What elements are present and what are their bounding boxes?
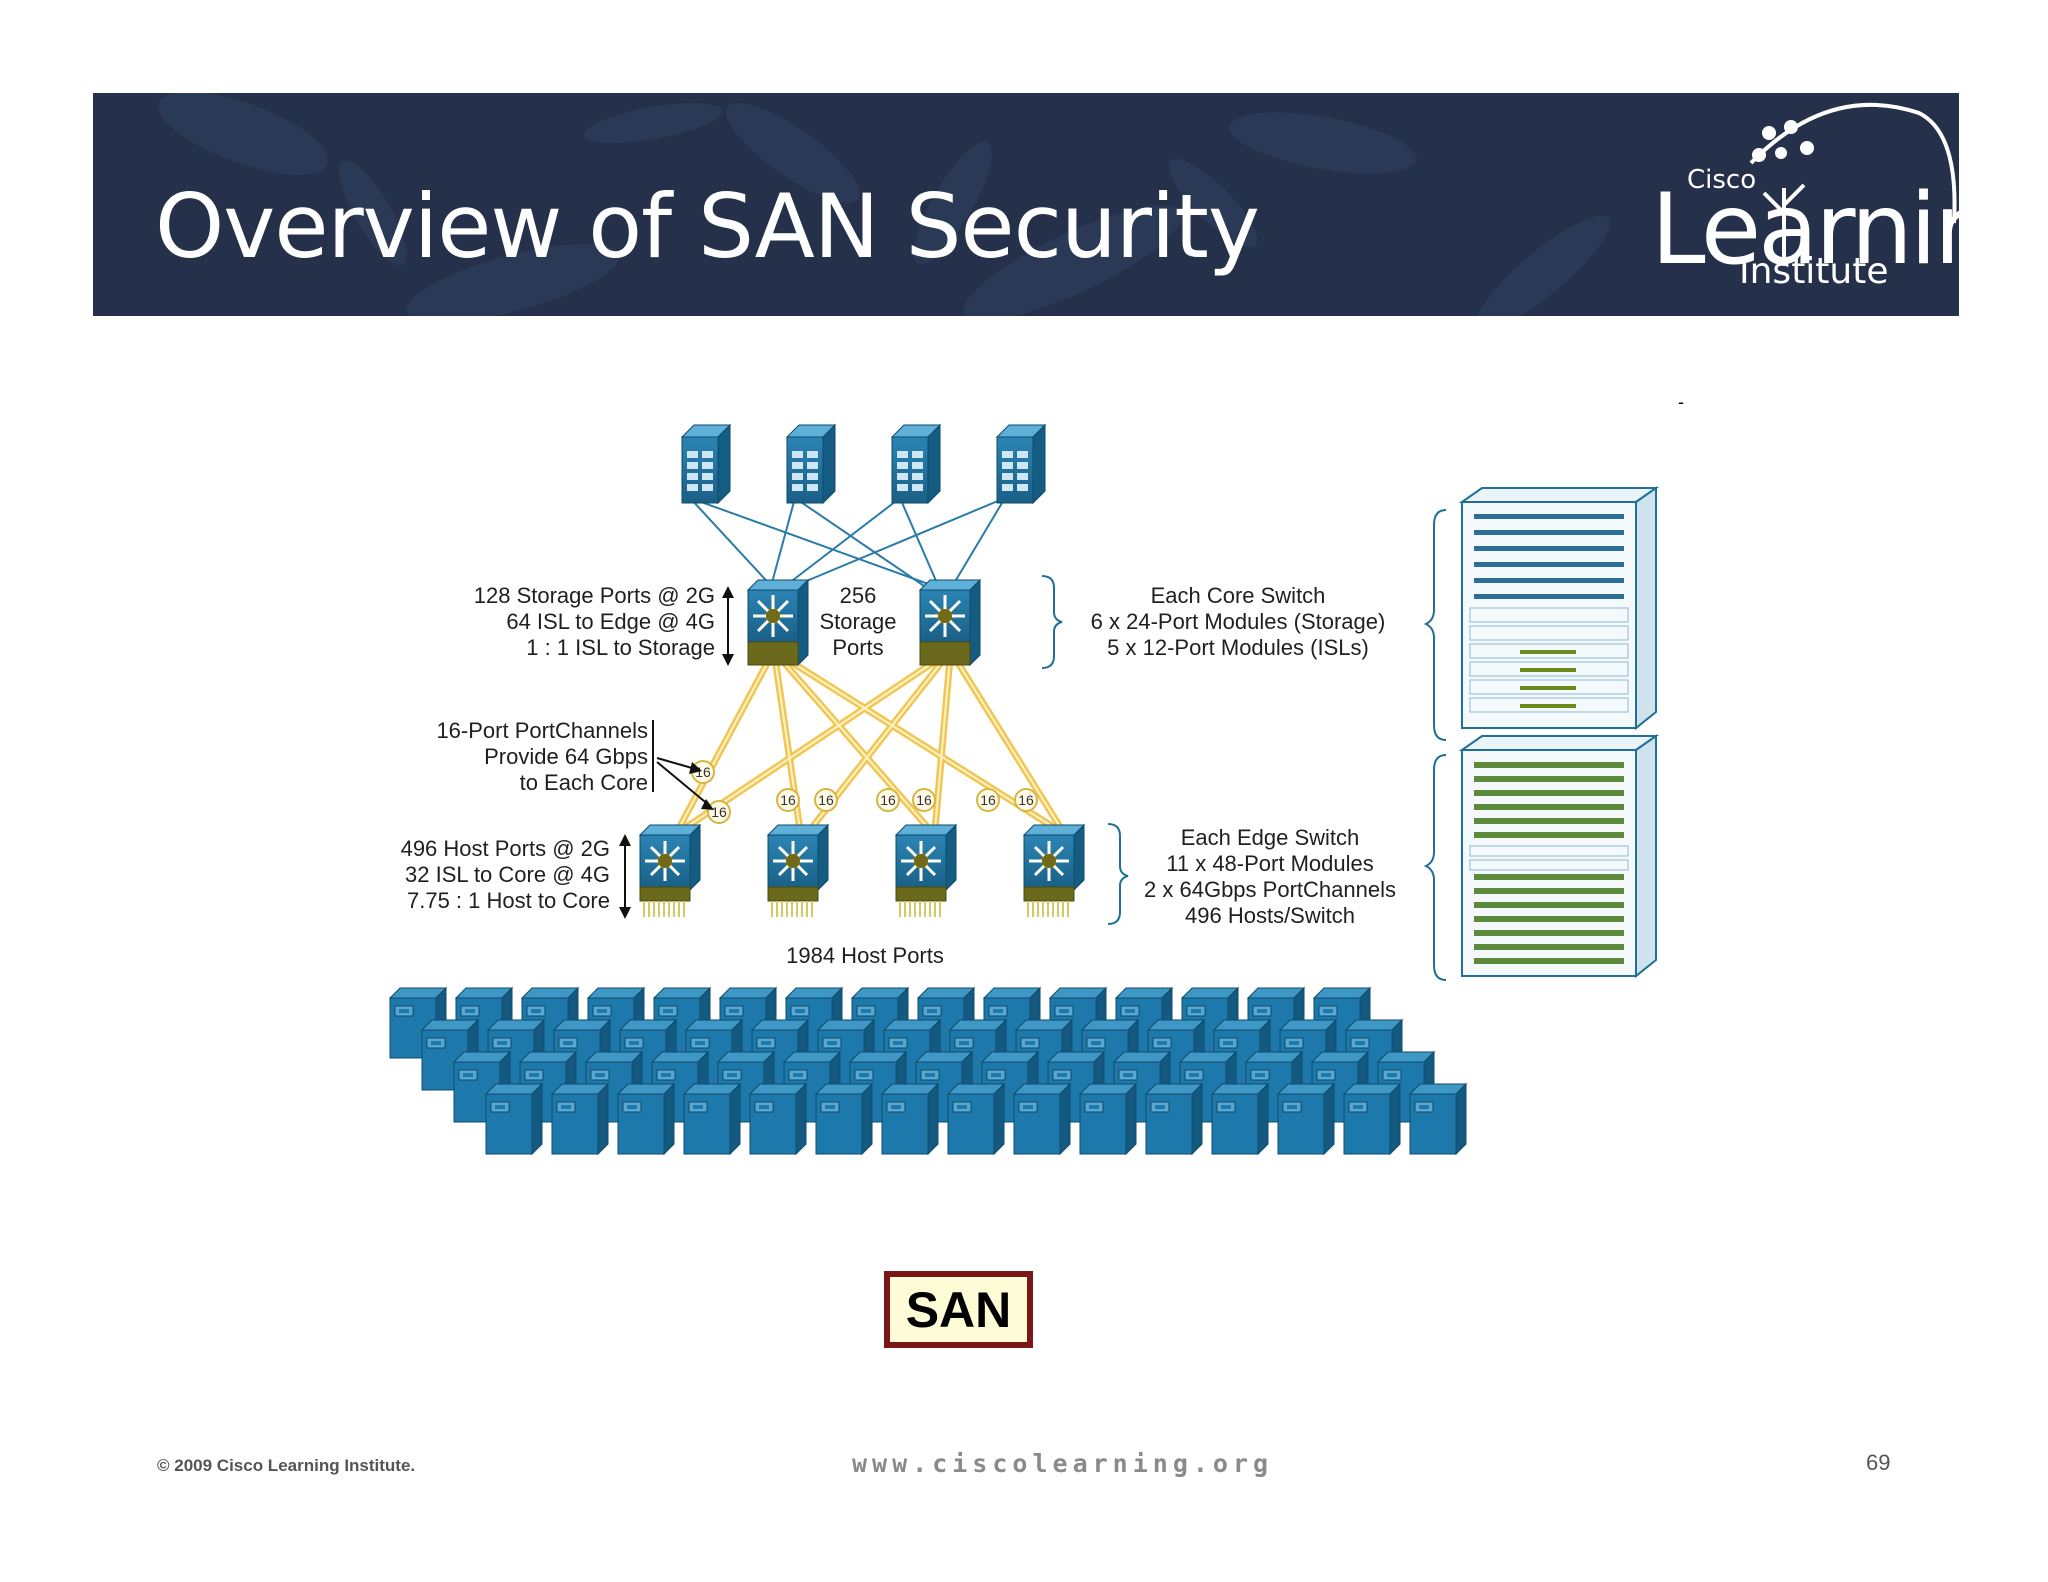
host-server-farm (389, 987, 1467, 1155)
san-topology-diagram: 16 16 16 16 16 16 16 16 128 Storage Port… (389, 424, 1660, 1155)
storage-array-3 (891, 424, 941, 504)
svg-text:256: 256 (840, 583, 877, 608)
core-spec-brace-icon (1041, 575, 1063, 669)
svg-text:16: 16 (916, 792, 932, 808)
logo-institute-text: Institute (1739, 251, 1889, 292)
svg-text:16: 16 (695, 764, 711, 780)
portchannel-badge: 16 (814, 788, 838, 812)
svg-text:1 : 1 ISL to Storage: 1 : 1 ISL to Storage (526, 635, 715, 660)
svg-text:Each Edge Switch: Each Edge Switch (1181, 825, 1360, 850)
edge-spec-brace-icon (1107, 823, 1129, 925)
storage-array-4 (996, 424, 1046, 504)
svg-text:16: 16 (780, 792, 796, 808)
svg-text:16: 16 (1018, 792, 1034, 808)
footer-url: www.ciscolearning.org (852, 1449, 1274, 1478)
title-banner: Overview of SAN Security Cisco Learning … (93, 93, 1959, 316)
portchannel-badge: 16 (691, 760, 715, 784)
svg-text:Provide 64 Gbps: Provide 64 Gbps (484, 744, 648, 769)
storage-core-links (689, 497, 1006, 591)
cisco-learning-institute-logo: Cisco Learning Institute (1559, 93, 1959, 316)
svg-text:16: 16 (980, 792, 996, 808)
edge-port-annotation: 496 Host Ports @ 2G 32 ISL to Core @ 4G … (401, 836, 610, 913)
edge-height-arrow-icon (619, 834, 631, 919)
core-switch-1 (746, 578, 810, 667)
svg-text:11 x 48-Port Modules: 11 x 48-Port Modules (1166, 851, 1373, 876)
svg-text:6 x 24-Port Modules (Storage): 6 x 24-Port Modules (Storage) (1091, 609, 1386, 634)
portchannel-badge: 16 (776, 788, 800, 812)
svg-text:to Each Core: to Each Core (520, 770, 648, 795)
core-height-arrow-icon (722, 586, 734, 666)
svg-text:64 ISL to Edge @ 4G: 64 ISL to Edge @ 4G (506, 609, 715, 634)
core-switch-spec: Each Core Switch 6 x 24-Port Modules (St… (1091, 583, 1386, 660)
host-ports-label: 1984 Host Ports (786, 943, 944, 968)
core-switch-2 (918, 578, 982, 667)
san-label: SAN (905, 1281, 1012, 1338)
edge-switch-4 (1022, 823, 1086, 919)
svg-text:Each Core Switch: Each Core Switch (1151, 583, 1326, 608)
portchannel-pointer-icon (652, 720, 714, 810)
svg-text:2 x 64Gbps PortChannels: 2 x 64Gbps PortChannels (1144, 877, 1396, 902)
portchannel-badge: 16 (912, 788, 936, 812)
svg-text:Ports: Ports (832, 635, 883, 660)
svg-text:16-Port PortChannels: 16-Port PortChannels (436, 718, 648, 743)
portchannel-badge: 16 (876, 788, 900, 812)
server-row-4 (485, 1083, 1467, 1155)
portchannel-badge: 16 (976, 788, 1000, 812)
svg-text:32 ISL to Core @ 4G: 32 ISL to Core @ 4G (405, 862, 610, 887)
svg-text:128 Storage Ports @ 2G: 128 Storage Ports @ 2G (474, 583, 715, 608)
core-switch-chassis (1423, 486, 1660, 741)
core-edge-links (674, 654, 1066, 834)
portchannel-badges: 16 16 16 16 16 16 16 16 (691, 760, 1038, 824)
edge-switch-3 (894, 823, 958, 919)
san-label-box: SAN (884, 1271, 1033, 1348)
core-port-annotation: 128 Storage Ports @ 2G 64 ISL to Edge @ … (474, 583, 715, 660)
logo-cisco-text: Cisco (1687, 165, 1757, 195)
logo-arc-icon (1749, 102, 1957, 258)
svg-text:16: 16 (818, 792, 834, 808)
page-title: Overview of SAN Security (155, 175, 1260, 278)
svg-text:7.75 : 1 Host to Core: 7.75 : 1 Host to Core (407, 888, 610, 913)
storage-array-2 (786, 424, 836, 504)
edge-switch-1 (638, 823, 702, 919)
storage-ports-label: 256 Storage Ports (819, 583, 896, 660)
footer-copyright: © 2009 Cisco Learning Institute. (157, 1456, 416, 1475)
edge-switch-spec: Each Edge Switch 11 x 48-Port Modules 2 … (1144, 825, 1396, 928)
svg-text:496 Host Ports @ 2G: 496 Host Ports @ 2G (401, 836, 610, 861)
svg-text:Storage: Storage (819, 609, 896, 634)
page-number: 69 (1866, 1450, 1891, 1475)
storage-array-1 (681, 424, 731, 504)
svg-text:16: 16 (880, 792, 896, 808)
stray-dash: - (1678, 392, 1684, 412)
edge-switch-2 (766, 823, 830, 919)
svg-text:16: 16 (711, 804, 727, 820)
svg-text:5 x 12-Port Modules (ISLs): 5 x 12-Port Modules (ISLs) (1107, 635, 1369, 660)
edge-switch-chassis (1423, 734, 1660, 981)
logo-learning-text: Learning (1651, 173, 1959, 287)
banner-texture (157, 93, 1610, 316)
portchannel-badge: 16 (1014, 788, 1038, 812)
portchannel-badge: 16 (707, 800, 731, 824)
portchannel-annotation: 16-Port PortChannels Provide 64 Gbps to … (436, 718, 648, 795)
svg-text:496 Hosts/Switch: 496 Hosts/Switch (1185, 903, 1355, 928)
